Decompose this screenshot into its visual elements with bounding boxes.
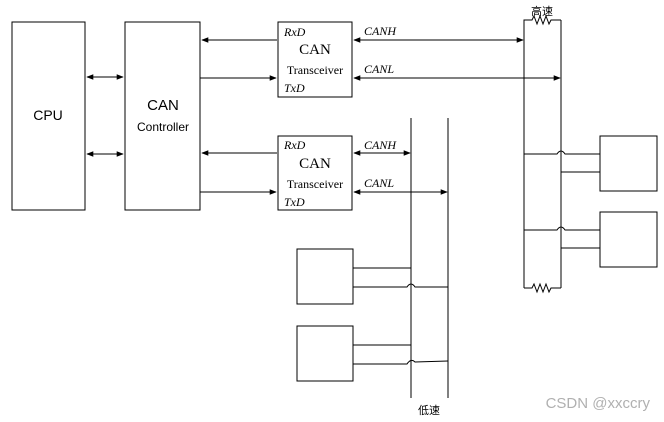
low-speed-node-1 — [296, 248, 354, 305]
low-speed-node-2 — [296, 325, 354, 382]
node-1-canh-wire — [524, 150, 600, 155]
high-speed-label: 高速 — [531, 4, 553, 18]
transceiver-title-1: CAN — [299, 42, 331, 58]
low-speed-label: 低速 — [418, 404, 440, 417]
cpu-box — [11, 21, 86, 211]
canh-label-1: CANH — [364, 24, 397, 38]
txd-label-1: TxD — [284, 81, 305, 95]
rxd-label-1: RxD — [283, 25, 306, 39]
transceiver-subtitle-1: Transceiver — [287, 63, 343, 77]
transceiver-box-2 — [277, 135, 353, 211]
low-node-1-canl-wire — [353, 283, 448, 288]
txd-label-2: TxD — [284, 195, 305, 209]
bottom-terminator-resistor — [524, 282, 561, 294]
node-2-canh-wire — [524, 226, 600, 231]
transceiver-box-1 — [277, 21, 353, 98]
controller-label-line1: CAN — [147, 97, 179, 114]
canl-label-2: CANL — [364, 176, 394, 190]
watermark: CSDN @xxccry — [546, 395, 651, 412]
high-speed-node-2 — [599, 211, 658, 268]
canl-label-1: CANL — [364, 62, 394, 76]
controller-label-line2: Controller — [137, 120, 189, 134]
low-node-2-canl-wire — [353, 359, 449, 365]
cpu-label: CPU — [33, 107, 63, 123]
top-terminator-resistor — [523, 14, 561, 40]
transceiver-title-2: CAN — [299, 156, 331, 172]
rxd-label-2: RxD — [283, 138, 306, 152]
high-speed-node-1 — [599, 135, 658, 192]
transceiver-subtitle-2: Transceiver — [287, 177, 343, 191]
can-controller-box — [124, 21, 201, 211]
canh-label-2: CANH — [364, 138, 397, 152]
